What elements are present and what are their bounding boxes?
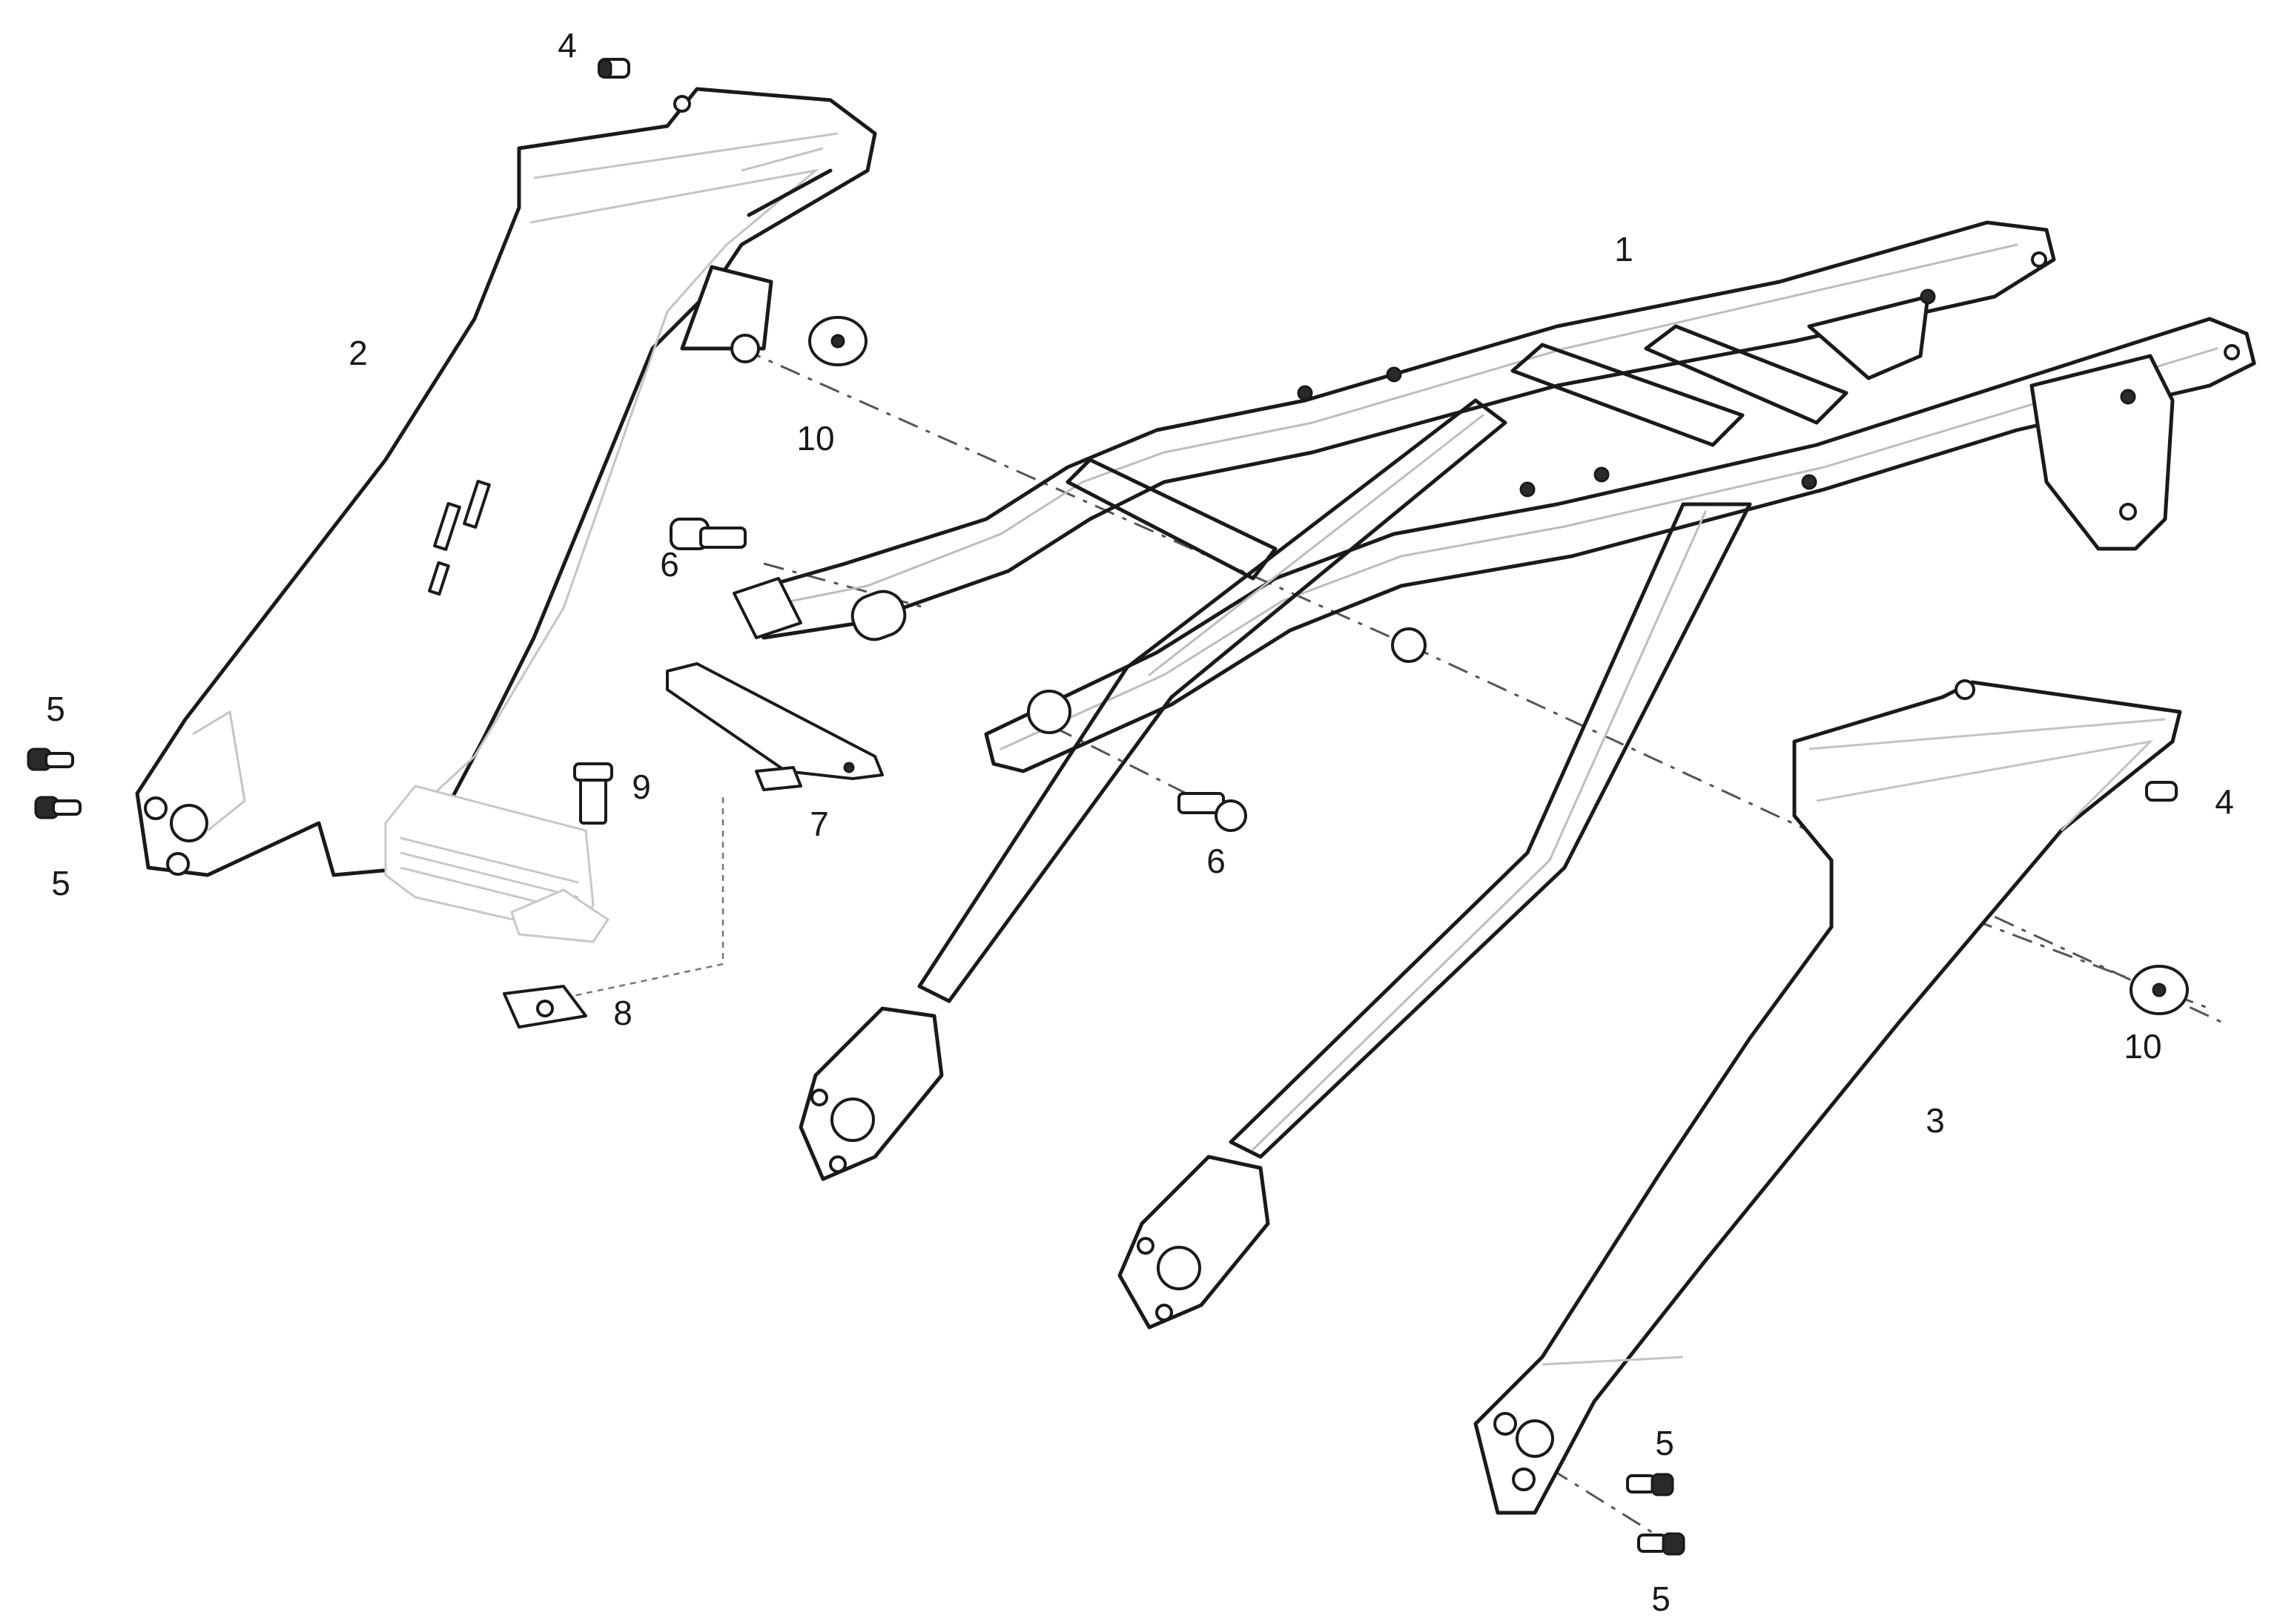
callout-5-left-top: 5 <box>46 690 65 728</box>
bolt-part-5-left-lower <box>34 796 82 819</box>
callout-10-right: 10 <box>2124 1027 2161 1066</box>
callout-8: 8 <box>613 994 632 1032</box>
callout-4-top: 4 <box>558 26 577 65</box>
callout-6-lower: 6 <box>1206 842 1226 880</box>
bolt-part-6-upper <box>670 518 747 550</box>
bolt-part-9 <box>573 762 613 825</box>
callout-2: 2 <box>348 334 368 372</box>
bolt-part-6-lower <box>1177 792 1247 832</box>
bracket-part-7 <box>666 662 884 791</box>
right-side-cover-part-3 <box>1473 679 2182 1515</box>
callout-4-right: 4 <box>2215 782 2234 821</box>
bolt-part-5-right-upper <box>1626 1473 1674 1496</box>
callout-9: 9 <box>632 768 651 806</box>
rear-subframe-part-1 <box>733 220 2256 1330</box>
bolt-part-5-right-lower <box>1637 1532 1685 1556</box>
callout-5-left-bottom: 5 <box>51 864 70 902</box>
callout-5-right-bottom: 5 <box>1651 1580 1671 1618</box>
rubber-part-10-right <box>2130 965 2189 1015</box>
callout-7: 7 <box>810 805 829 843</box>
callout-6-upper: 6 <box>660 545 679 584</box>
callout-10-left: 10 <box>796 419 834 458</box>
regulator-assembly <box>384 762 724 1029</box>
bolt-part-5-left-upper <box>27 747 74 771</box>
bolt-part-4-top <box>598 58 630 79</box>
fastener-parts <box>27 58 2189 1556</box>
callout-5-right-top: 5 <box>1655 1424 1674 1462</box>
rubber-part-10-left <box>808 316 868 366</box>
bolt-part-4-right <box>2145 781 2178 802</box>
callout-3: 3 <box>1926 1101 1945 1140</box>
callout-1: 1 <box>1614 230 1633 268</box>
left-side-cover-part-2 <box>135 87 877 877</box>
callout-labels: 1 2 3 4 4 5 5 5 5 6 6 7 8 9 10 10 <box>46 26 2234 1618</box>
